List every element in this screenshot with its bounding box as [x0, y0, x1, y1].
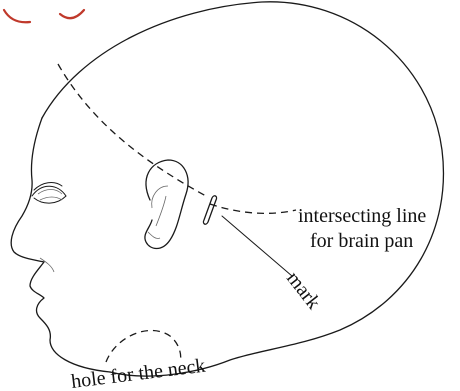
eye-shading — [38, 190, 62, 201]
label-intersecting-line: intersecting line — [298, 205, 426, 227]
face-profile — [11, 118, 110, 372]
mark-leader-line — [222, 216, 292, 276]
label-mark: mark — [282, 268, 325, 314]
brain-pan-dashed-top — [58, 64, 206, 196]
label-for-brain-pan: for brain pan — [310, 230, 413, 252]
head-outline — [42, 2, 443, 376]
red-corner-fragment — [4, 10, 84, 22]
mark-slot — [203, 196, 216, 224]
ear-shading — [148, 186, 168, 239]
neck-hole-dashed — [106, 330, 181, 362]
brain-pan-intersecting-line — [210, 204, 296, 213]
label-neck-hole: hole for the neck — [70, 355, 207, 391]
